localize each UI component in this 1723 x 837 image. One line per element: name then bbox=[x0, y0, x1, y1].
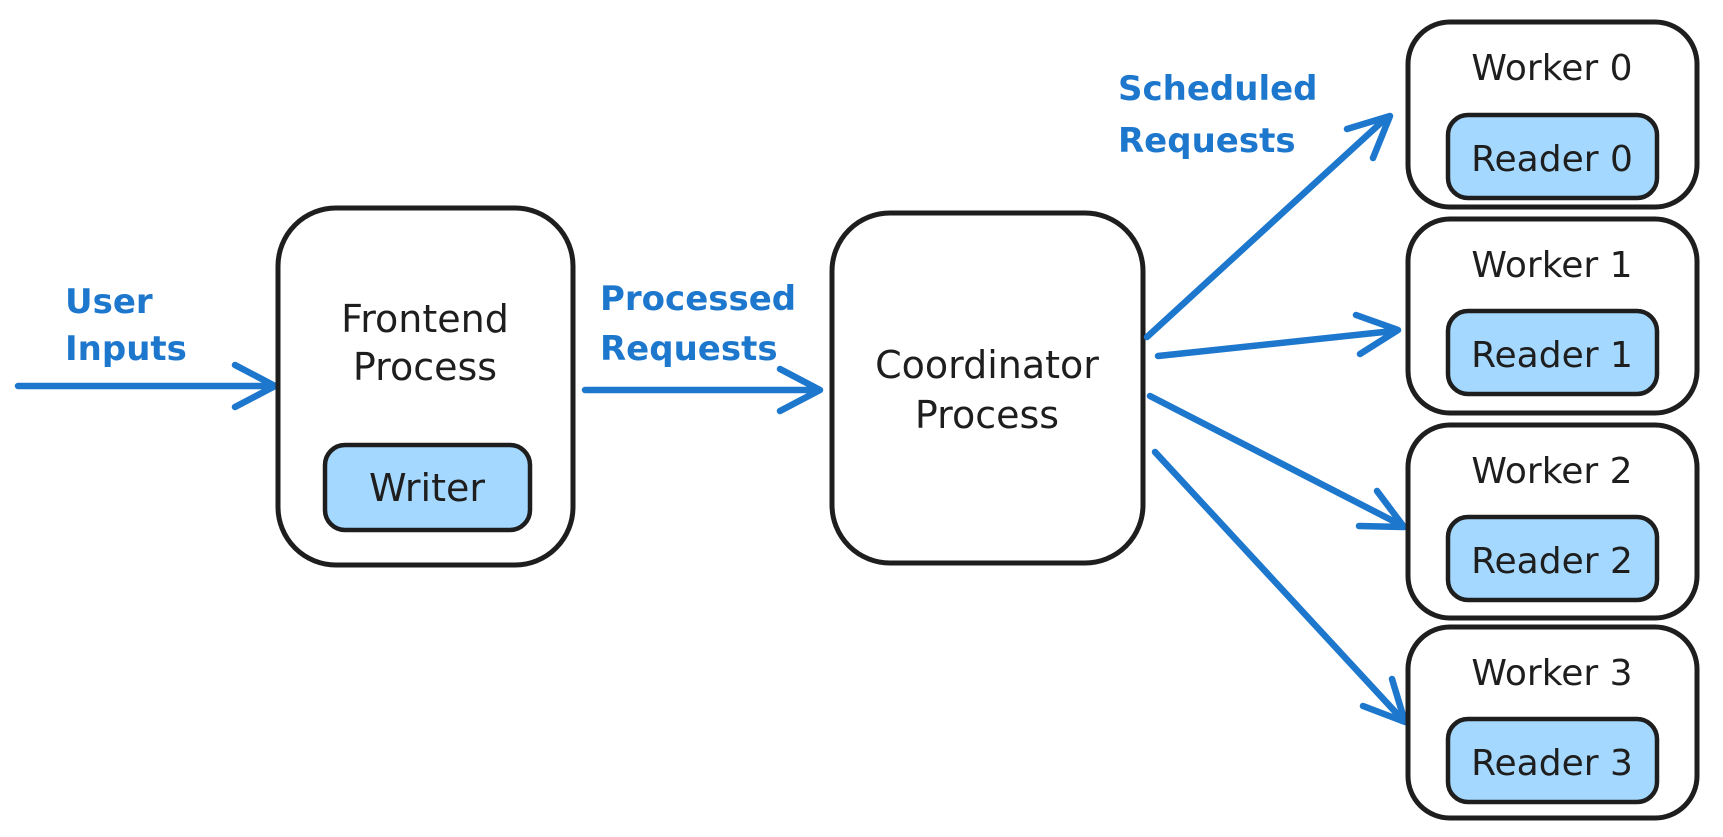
reader-1-label: Reader 1 bbox=[1471, 335, 1633, 376]
frontend-title-line2: Process bbox=[353, 345, 497, 389]
reader-3-chip bbox=[1445, 716, 1660, 805]
reader-0-label: Reader 0 bbox=[1471, 139, 1633, 180]
user-inputs-line2: Inputs bbox=[65, 329, 187, 369]
scheduled-arrow-worker-1 bbox=[1154, 311, 1402, 360]
reader-2-label: Reader 2 bbox=[1471, 541, 1633, 582]
worker-3-node: Worker 3 Reader 3 bbox=[1405, 624, 1700, 821]
processed-requests-line2: Requests bbox=[600, 329, 778, 369]
scheduled-requests-line1: Scheduled bbox=[1118, 69, 1318, 109]
processed-requests-label: Processed Requests bbox=[600, 279, 796, 369]
user-inputs-line1: User bbox=[65, 282, 153, 322]
frontend-title-line1: Frontend bbox=[341, 297, 509, 341]
worker-2-title: Worker 2 bbox=[1471, 451, 1632, 492]
reader-1-chip bbox=[1445, 308, 1660, 397]
coordinator-process-box bbox=[829, 210, 1146, 566]
writer-label: Writer bbox=[369, 466, 485, 510]
user-inputs-label: User Inputs bbox=[65, 282, 187, 369]
worker-0-node: Worker 0 Reader 0 bbox=[1405, 19, 1700, 210]
worker-3-title: Worker 3 bbox=[1471, 653, 1632, 694]
scheduled-arrow-worker-2 bbox=[1146, 392, 1408, 531]
scheduled-arrow-worker-0 bbox=[1143, 112, 1394, 341]
coordinator-title-line1: Coordinator bbox=[875, 343, 1099, 387]
processed-requests-line1: Processed bbox=[600, 279, 796, 319]
processed-requests-arrow bbox=[581, 365, 824, 415]
frontend-process-node: Frontend Process Writer bbox=[275, 205, 576, 568]
worker-2-node: Worker 2 Reader 2 bbox=[1405, 422, 1700, 621]
reader-0-chip bbox=[1445, 112, 1660, 201]
coordinator-title-line2: Process bbox=[915, 393, 1059, 437]
worker-0-title: Worker 0 bbox=[1471, 48, 1632, 89]
worker-1-title: Worker 1 bbox=[1471, 245, 1632, 286]
scheduled-requests-line2: Requests bbox=[1118, 121, 1296, 161]
reader-3-label: Reader 3 bbox=[1471, 743, 1633, 784]
writer-chip bbox=[322, 442, 533, 533]
scheduled-requests-label: Scheduled Requests bbox=[1118, 69, 1318, 161]
scheduled-arrow-worker-3 bbox=[1151, 448, 1409, 726]
coordinator-process-node: Coordinator Process bbox=[829, 210, 1146, 566]
worker-1-node: Worker 1 Reader 1 bbox=[1405, 216, 1700, 416]
reader-2-chip bbox=[1445, 514, 1660, 603]
user-inputs-arrow bbox=[14, 361, 279, 411]
